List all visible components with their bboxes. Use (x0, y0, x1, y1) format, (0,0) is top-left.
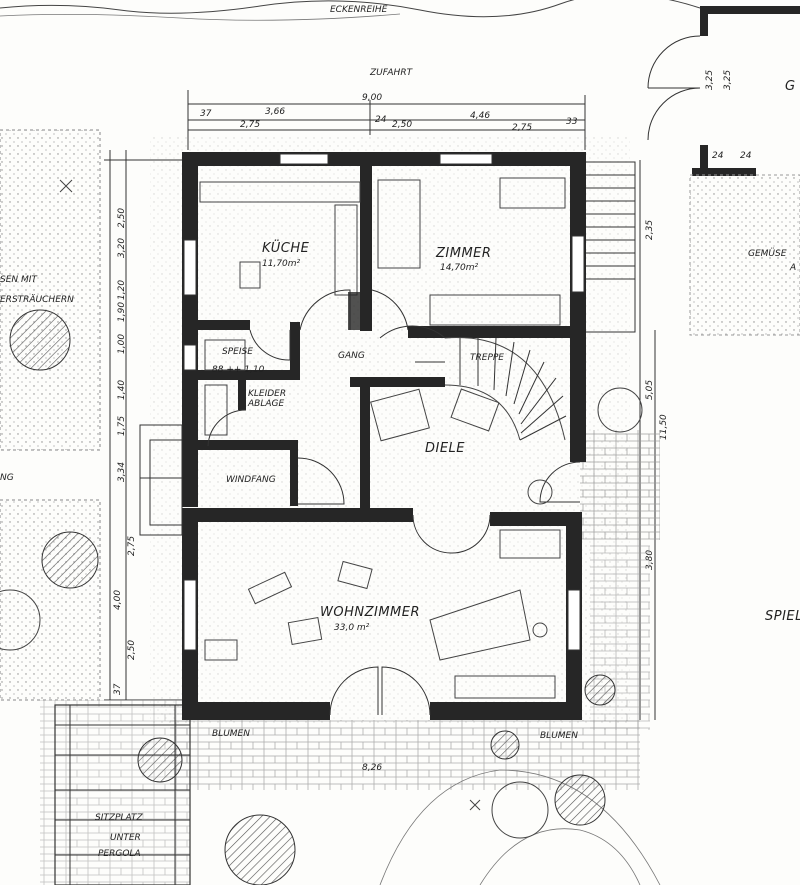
hedge-label-2: ERSTRÄUCHERN (0, 294, 74, 305)
shrub-icon (41, 531, 99, 589)
outside-labels: SEN MIT ERSTRÄUCHERN NG GEMÜSE A SPIEL B… (0, 248, 800, 859)
gang-label: GANG (338, 351, 365, 361)
dim-left-8: 4,00 (113, 590, 123, 610)
dim-left-10: 2,50 (127, 640, 137, 660)
top-dimensions: ZUFAHRT 9,00 37 3,66 2,75 24 2,50 4,46 2… (187, 68, 586, 150)
neighbor-building: 3,25 24 24 G (647, 6, 800, 176)
garage-small-2: 24 (740, 151, 752, 161)
living-furniture (204, 529, 561, 699)
shrub-icon (0, 589, 41, 651)
entrance-porch (139, 424, 183, 536)
diele-label: DIELE (425, 441, 465, 456)
shrub-icon (554, 774, 606, 826)
dim-left-6: 1,75 (117, 416, 127, 436)
dim-left-2: 1,90 (117, 302, 127, 322)
kleider-label-2: ABLAGE (247, 399, 284, 409)
right-letter: G (785, 79, 796, 94)
dim-top-2: 2,75 (240, 120, 260, 130)
door-terrace-left (329, 666, 379, 716)
dim-left-0: 3,20 (117, 238, 127, 258)
dim-right-0: 2,35 (645, 220, 655, 240)
ng-label: NG (0, 473, 14, 483)
wohnzimmer-area: 33,0 m² (334, 623, 370, 633)
door-speise (249, 329, 291, 361)
shrub-icon (137, 737, 183, 783)
bottom-dim: 8,26 (362, 763, 382, 773)
zimmer-label: ZIMMER (435, 246, 491, 261)
windfang-label: WINDFANG (226, 475, 276, 485)
dim-top-0: 37 (200, 109, 212, 119)
shrub-icon (597, 387, 643, 433)
gemuese-label-2: A (789, 263, 796, 273)
dim-left-9: 2,75 (127, 536, 137, 556)
door-side (539, 461, 581, 503)
gemuese-label: GEMÜSE (748, 248, 787, 259)
zimmer-furniture (377, 177, 566, 326)
dim-right-3: 11,50 (659, 414, 669, 440)
shrub-icon (9, 309, 71, 371)
plant-icon (59, 179, 73, 193)
door-kleider (207, 409, 247, 447)
door-zimmer (371, 289, 409, 331)
shrub-icon (491, 781, 549, 839)
zimmer-area: 14,70m² (440, 263, 479, 273)
dim-top-5: 4,46 (470, 111, 490, 121)
kitchen-label: KÜCHE (262, 239, 310, 256)
dim-left-11: 37 (113, 683, 123, 695)
kitchen-furniture (199, 181, 361, 436)
speise-dim: 88 ++ 1,10 (212, 365, 265, 375)
dim-left-3: 1,20 (117, 280, 127, 300)
dim-left-4: 1,00 (117, 334, 127, 354)
kitchen-area: 11,70m² (262, 259, 301, 269)
hedge-label: SEN MIT (0, 275, 38, 285)
pergola-label: PERGOLA (98, 849, 141, 859)
blumen-left: BLUMEN (212, 729, 250, 739)
dim-top-6: 2,75 (512, 123, 532, 133)
dim-top-4: 2,50 (392, 120, 412, 130)
dim-top-3: 24 (375, 115, 387, 125)
door-windfang (297, 457, 345, 505)
garage-dim: 3,25 (723, 70, 733, 90)
pergola (54, 704, 191, 885)
treppe-label: TREPPE (470, 353, 504, 363)
door-living (412, 514, 491, 554)
spiel-label: SPIEL (765, 609, 800, 624)
dim-right-2: 5,05 (645, 380, 655, 400)
unter-label: UNTER (110, 833, 141, 843)
sitzplatz-label: SITZPLATZ (95, 813, 143, 823)
door-terrace-right (381, 666, 431, 716)
dim-top-7: 33 (566, 117, 578, 127)
interior-staircase (379, 325, 567, 441)
dim-left-7: 3,34 (117, 462, 127, 482)
dim-left-1: 2,50 (117, 208, 127, 228)
dim-right-1: 3,25 (705, 70, 715, 90)
top-street-band: ECKENREIHE (0, 0, 701, 21)
dim-left-5: 1,40 (117, 380, 127, 400)
blumen-right: BLUMEN (540, 731, 578, 741)
house-walls (182, 152, 586, 720)
doors (207, 289, 581, 716)
plant-icon (469, 799, 481, 811)
speise-label: SPEISE (222, 347, 253, 357)
garage-small-1: 24 (712, 151, 724, 161)
dim-top-1: 3,66 (265, 107, 285, 117)
shrub-icon (224, 814, 296, 885)
street-label: ECKENREIHE (330, 5, 388, 15)
wohnzimmer-label: WOHNZIMMER (320, 605, 420, 620)
hall-furniture (370, 388, 553, 505)
room-labels: KÜCHE 11,70m² ZIMMER 14,70m² SPEISE 88 +… (212, 239, 504, 633)
shrub-icon (490, 730, 520, 760)
overall-width: 9,00 (362, 93, 382, 103)
shrub-icon (584, 674, 616, 706)
garden-areas (0, 129, 800, 885)
access-label: ZUFAHRT (369, 68, 414, 78)
shrubs (0, 179, 643, 885)
kleider-label: KLEIDER (248, 389, 286, 399)
door-kitchen (299, 289, 351, 331)
